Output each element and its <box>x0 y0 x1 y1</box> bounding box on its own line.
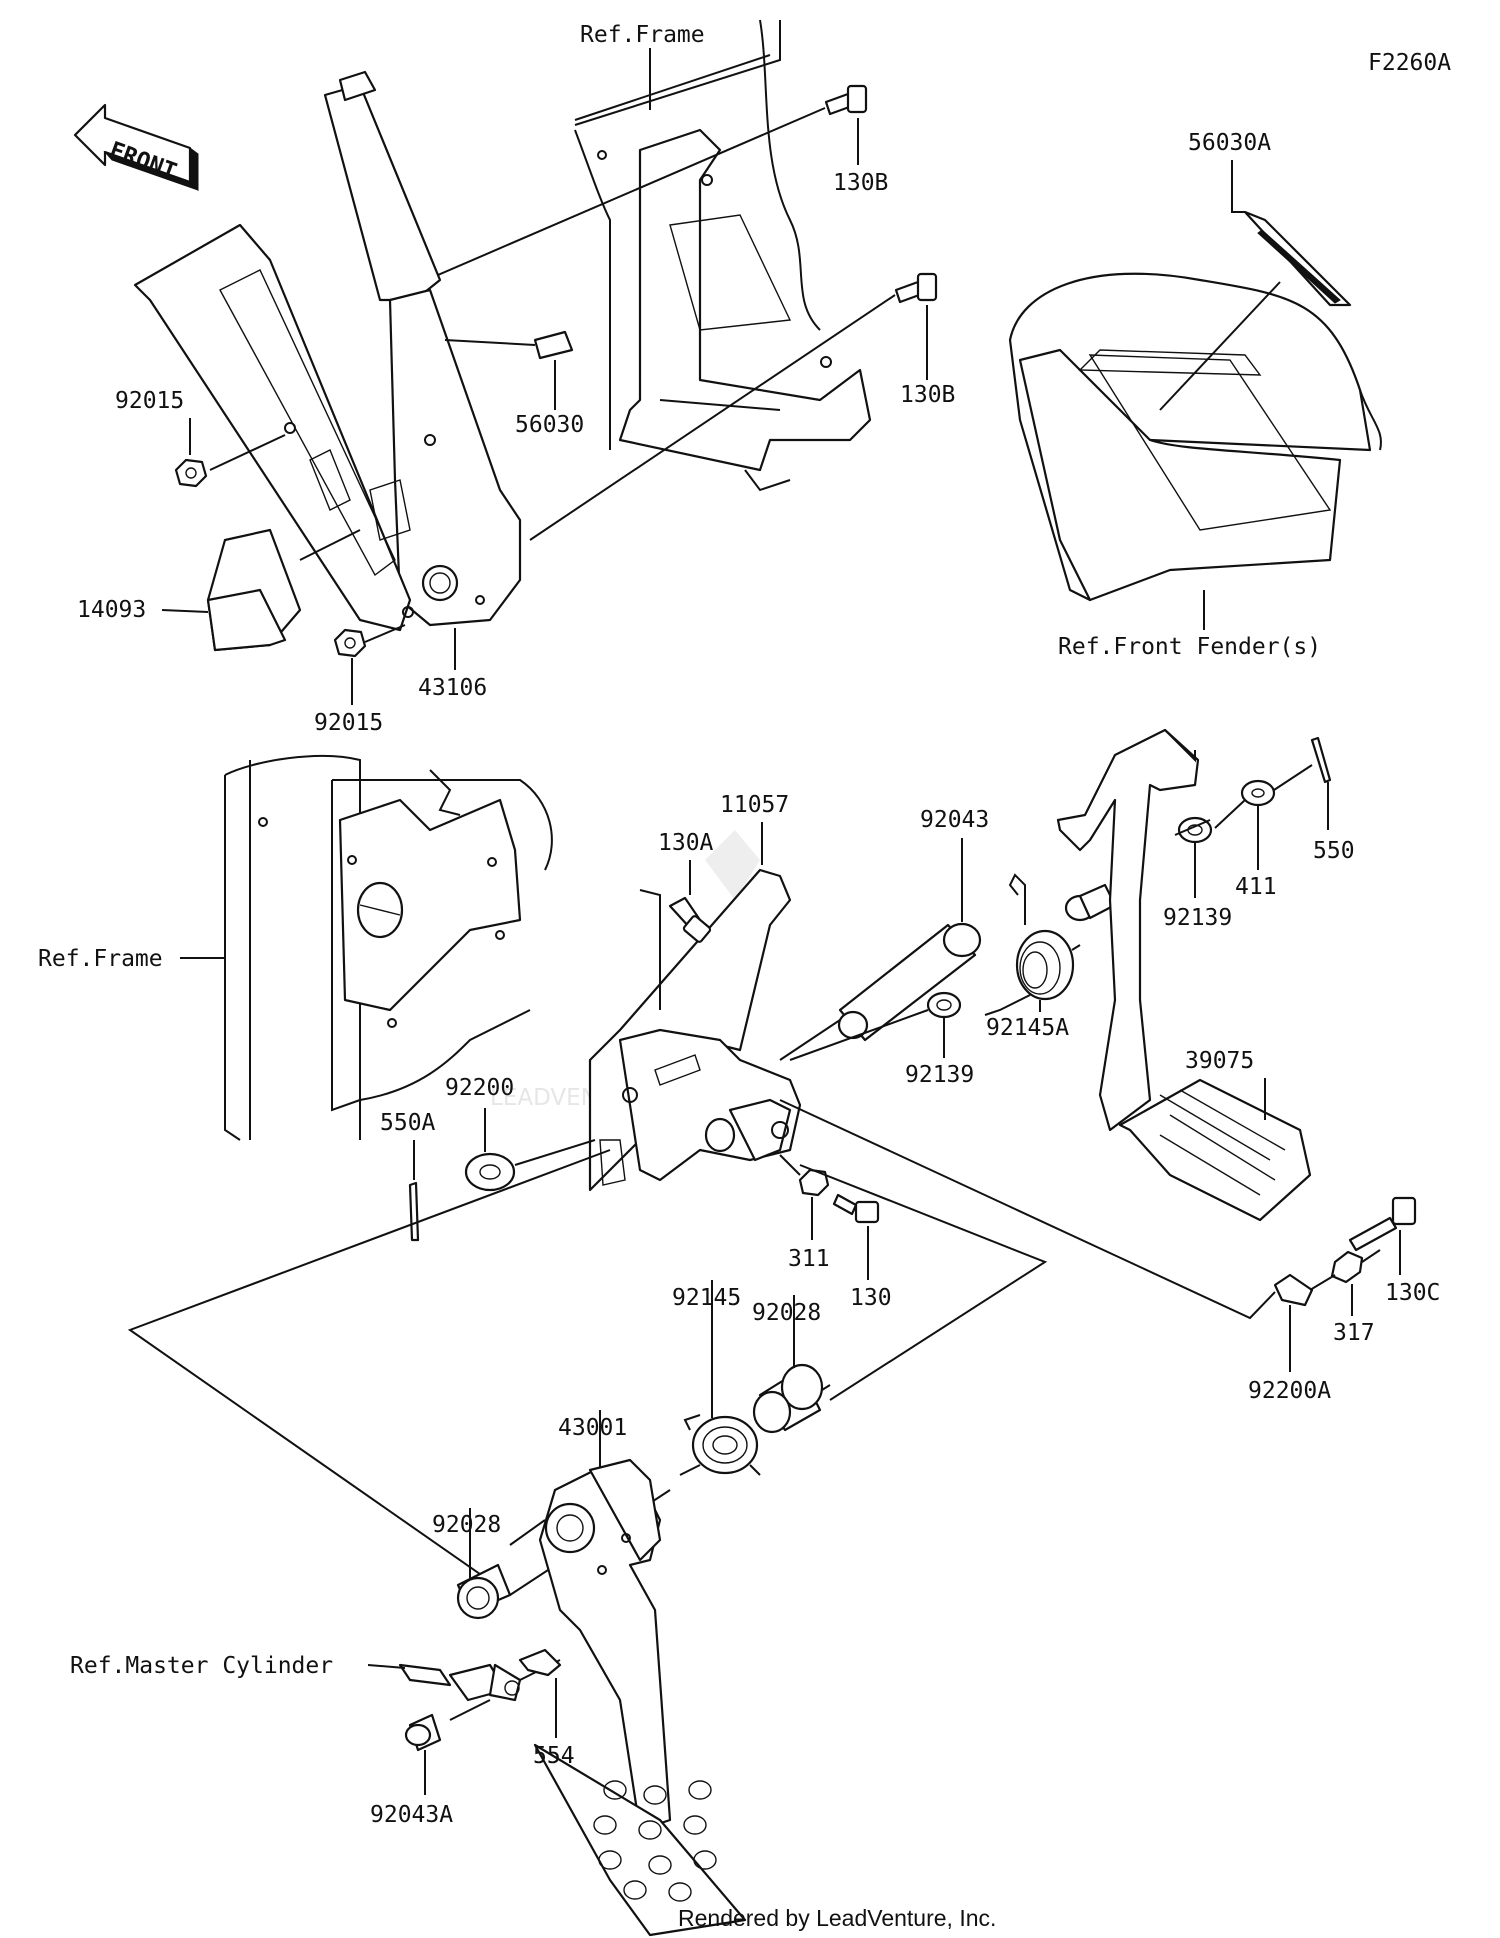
brake-pedal-43001 <box>533 1458 747 1937</box>
bolt-130b-lower <box>894 272 938 304</box>
label-317: 317 <box>1333 1320 1375 1346</box>
label-43001: 43001 <box>558 1415 627 1441</box>
washer-92200 <box>464 1152 516 1192</box>
footer-credit: Rendered by LeadVenture, Inc. <box>678 1905 996 1931</box>
bolt-130c <box>1348 1196 1417 1252</box>
nut-92015-lower <box>333 628 367 658</box>
bushing-92139-lower <box>926 991 962 1019</box>
label-130: 130 <box>850 1285 892 1311</box>
label-130b-upper: 130B <box>833 170 888 196</box>
accelerator-pedal-39075 <box>1056 728 1312 1222</box>
label-92015-lower: 92015 <box>314 710 383 736</box>
label-92043: 92043 <box>920 807 989 833</box>
bushing-92028-upper <box>752 1363 824 1434</box>
bolt-130b-upper <box>824 84 868 116</box>
clip-92200a <box>1273 1273 1314 1307</box>
label-311: 311 <box>788 1246 830 1272</box>
front-fender <box>1008 272 1382 602</box>
label-56030: 56030 <box>515 412 584 438</box>
washer-411 <box>1240 779 1276 807</box>
label-92015-upper: 92015 <box>115 388 184 414</box>
ref-frame-top: Ref.Frame <box>580 22 705 48</box>
nut-317 <box>1330 1250 1364 1284</box>
label-43106: 43106 <box>418 675 487 701</box>
label-92145: 92145 <box>672 1285 741 1311</box>
label-92200a: 92200A <box>1248 1378 1331 1404</box>
pivot-shaft-92043 <box>837 922 982 1042</box>
clip-554 <box>518 1648 562 1677</box>
bushing-92028-lower <box>456 1563 512 1620</box>
nut-92015-upper <box>174 458 208 488</box>
master-cylinder-rod <box>398 1663 522 1702</box>
bolt-130a <box>668 896 712 943</box>
spring-92145a <box>984 873 1075 1016</box>
ref-front-fender: Ref.Front Fender(s) <box>1058 634 1321 660</box>
label-56030a: 56030A <box>1188 130 1271 156</box>
label-92139-upper: 92139 <box>1163 905 1232 931</box>
bushing-accel-pedal <box>1064 883 1117 922</box>
label-411: 411 <box>1235 874 1277 900</box>
clevis-pin-92043a <box>404 1713 442 1752</box>
diagram-code: F2260A <box>1368 50 1451 76</box>
label-92200: 92200 <box>445 1075 514 1101</box>
cap-14093 <box>206 528 302 652</box>
decal-56030a <box>1243 210 1352 307</box>
cotter-pin-550a <box>408 1181 420 1242</box>
label-92139-lower: 92139 <box>905 1062 974 1088</box>
frame-top <box>574 19 872 492</box>
spring-92145 <box>683 1414 761 1476</box>
frame-left <box>224 755 553 1141</box>
label-130c: 130C <box>1385 1280 1440 1306</box>
label-92028-lower: 92028 <box>432 1512 501 1538</box>
ref-frame-left: Ref.Frame <box>38 946 163 972</box>
decal-56030 <box>533 330 574 360</box>
cotter-pin-550 <box>1310 736 1332 784</box>
pedal-pad-holes <box>593 1780 717 1902</box>
label-92145a: 92145A <box>986 1015 1069 1041</box>
label-11057: 11057 <box>720 792 789 818</box>
pedal-bracket-11057 <box>588 868 802 1192</box>
label-92028-upper: 92028 <box>752 1300 821 1326</box>
ref-master-cylinder: Ref.Master Cylinder <box>70 1653 333 1679</box>
label-550a: 550A <box>380 1110 436 1136</box>
label-554: 554 <box>533 1743 575 1769</box>
hand-brake-lever <box>133 70 522 632</box>
label-92043a: 92043A <box>370 1802 453 1828</box>
front-arrow-icon: FRONT <box>73 103 199 192</box>
label-550: 550 <box>1313 838 1355 864</box>
label-130b-lower: 130B <box>900 382 955 408</box>
label-39075: 39075 <box>1185 1048 1254 1074</box>
label-14093: 14093 <box>77 597 146 623</box>
bolt-130 <box>832 1193 880 1224</box>
label-130a: 130A <box>658 830 714 856</box>
